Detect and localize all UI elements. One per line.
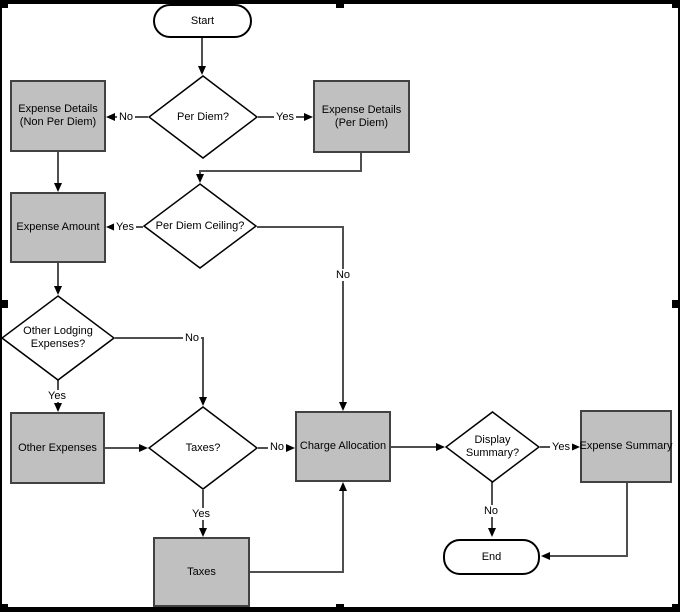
node-other-expenses-label: Other Expenses xyxy=(18,441,97,454)
resize-handle-top-middle[interactable] xyxy=(336,0,344,8)
arrowhead xyxy=(541,552,550,560)
edge-label-ceiling-no: No xyxy=(333,269,353,281)
connector-charge-to-display xyxy=(391,446,437,448)
node-charge-allocation[interactable]: Charge Allocation xyxy=(295,411,391,482)
arrowhead xyxy=(436,443,445,451)
diamond-shape xyxy=(1,295,115,381)
connector-lodging-no xyxy=(115,337,203,339)
diamond-shape xyxy=(445,411,540,483)
resize-handle-top-left[interactable] xyxy=(0,0,8,8)
node-expense-details-non-per-diem[interactable]: Expense Details (Non Per Diem) xyxy=(10,80,106,152)
resize-handle-top-right[interactable] xyxy=(672,0,680,8)
diamond-shape xyxy=(143,183,257,269)
node-per-diem-ceiling-decision[interactable]: Per Diem Ceiling? xyxy=(143,183,257,269)
node-expense-details-non-label: Expense Details (Non Per Diem) xyxy=(18,103,98,128)
connector-summary-to-end xyxy=(549,555,627,557)
connector-ceiling-no xyxy=(257,226,344,228)
arrowhead xyxy=(199,397,207,406)
node-per-diem-decision[interactable]: Per Diem? xyxy=(148,75,258,159)
connector-taxesbox-to-charge xyxy=(249,571,344,573)
arrowhead xyxy=(139,444,148,452)
diamond-shape xyxy=(148,406,258,490)
resize-handle-middle-right[interactable] xyxy=(672,300,680,308)
connector-amount-to-lodging xyxy=(57,263,59,287)
connector-summary-to-end xyxy=(626,483,628,557)
node-expense-summary-label: Expense Summary xyxy=(579,440,673,452)
node-other-expenses[interactable]: Other Expenses xyxy=(10,412,105,484)
node-start[interactable]: Start xyxy=(153,4,252,38)
node-charge-allocation-label: Charge Allocation xyxy=(299,440,387,452)
arrowhead xyxy=(488,528,496,537)
arrowhead xyxy=(304,113,313,121)
connector-perdiemdetails-elbow xyxy=(199,170,201,175)
edge-label-ceiling-yes: Yes xyxy=(114,221,136,233)
arrowhead xyxy=(571,443,580,451)
arrowhead xyxy=(196,174,204,183)
connector-lodging-no xyxy=(202,337,204,398)
connector-ceiling-no xyxy=(342,226,344,403)
node-start-label: Start xyxy=(190,14,215,27)
arrowhead xyxy=(198,66,206,75)
node-end-label: End xyxy=(481,550,502,563)
edge-label-display-no: No xyxy=(481,505,501,517)
arrowhead xyxy=(54,403,62,412)
resize-handle-bottom-middle[interactable] xyxy=(336,604,344,612)
arrowhead xyxy=(54,183,62,192)
node-taxes-decision[interactable]: Taxes? xyxy=(148,406,258,490)
arrowhead xyxy=(339,482,347,491)
edge-label-per-diem-no: No xyxy=(116,111,136,123)
edge-label-lodging-yes: Yes xyxy=(46,390,68,402)
arrowhead xyxy=(286,444,295,452)
resize-handle-middle-left[interactable] xyxy=(0,300,8,308)
node-taxes-label: Taxes xyxy=(187,565,216,578)
edge-label-taxes-no: No xyxy=(267,441,287,453)
node-taxes[interactable]: Taxes xyxy=(153,537,250,607)
resize-handle-bottom-left[interactable] xyxy=(0,604,8,612)
node-display-summary-decision[interactable]: Display Summary? xyxy=(445,411,540,483)
edge-label-taxes-yes: Yes xyxy=(190,508,212,520)
diamond-shape xyxy=(148,75,258,159)
connector-perdiemdetails-elbow xyxy=(360,153,362,171)
node-other-lodging-decision[interactable]: Other Lodging Expenses? xyxy=(1,295,115,381)
node-expense-amount[interactable]: Expense Amount xyxy=(10,192,106,263)
connector-otherexp-to-taxes xyxy=(105,447,140,449)
node-expense-summary[interactable]: Expense Summary xyxy=(580,410,672,483)
edge-label-display-yes: Yes xyxy=(550,441,572,453)
node-expense-details-per-label: Expense Details (Per Diem) xyxy=(321,103,402,129)
connector-start-to-perdiem xyxy=(201,38,203,67)
arrowhead xyxy=(54,286,62,295)
node-expense-details-per-diem[interactable]: Expense Details (Per Diem) xyxy=(313,80,410,153)
edge-label-lodging-no: No xyxy=(182,332,202,344)
arrowhead xyxy=(106,223,115,231)
connector-details-to-amount xyxy=(57,152,59,184)
connector-taxesbox-to-charge xyxy=(342,490,344,572)
edge-label-per-diem-yes: Yes xyxy=(274,111,296,123)
connector-perdiemdetails-elbow xyxy=(199,170,362,172)
node-end[interactable]: End xyxy=(443,539,540,575)
arrowhead xyxy=(106,113,115,121)
arrowhead xyxy=(199,528,207,537)
node-expense-amount-label: Expense Amount xyxy=(16,221,100,233)
arrowhead xyxy=(339,402,347,411)
resize-handle-bottom-right[interactable] xyxy=(672,604,680,612)
